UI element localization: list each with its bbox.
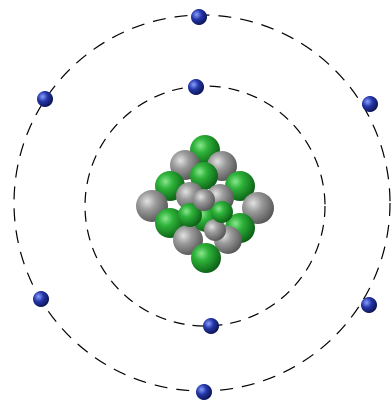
electron-shell-2 xyxy=(196,384,212,400)
electron-shell-1 xyxy=(203,318,219,334)
electron-shell-2 xyxy=(191,9,207,25)
electron-shell-2 xyxy=(37,91,53,107)
electron-shell-1 xyxy=(188,79,204,95)
electron-shell-2 xyxy=(362,96,378,112)
nucleus-neutron xyxy=(193,189,215,211)
nucleus-proton xyxy=(191,243,221,273)
electron-shell-2 xyxy=(33,291,49,307)
nucleus-proton xyxy=(211,201,233,223)
nucleus xyxy=(136,135,274,273)
electron-shell-2 xyxy=(361,297,377,313)
